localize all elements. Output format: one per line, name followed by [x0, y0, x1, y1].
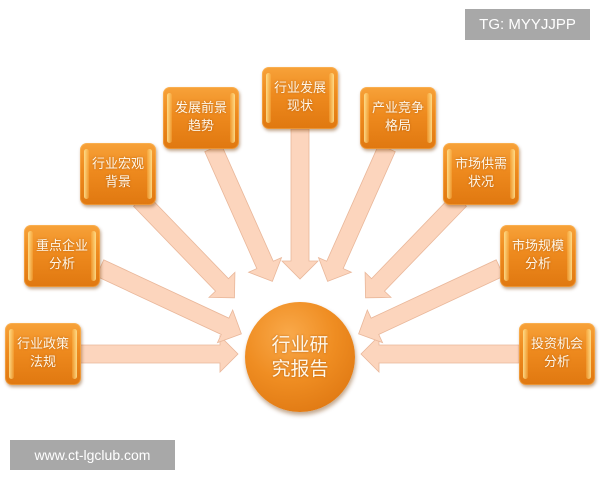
node-label-line2: 趋势	[187, 119, 214, 134]
node-market-size: 市场规模 分析	[500, 225, 576, 287]
arrow-market-size	[358, 259, 505, 344]
node-label-line2: 分析	[543, 355, 570, 370]
node-label-line2: 分析	[524, 257, 551, 272]
node-label-line1: 投资机会	[530, 337, 583, 352]
arrow-status	[281, 128, 319, 280]
node-label-line2: 背景	[104, 175, 131, 190]
node-label-line2: 法规	[29, 355, 56, 370]
center-industry-research-report: 行业研 究报告	[245, 302, 355, 412]
node-label-line1: 发展前景	[174, 101, 227, 116]
node-label-line1: 重点企业	[35, 239, 88, 254]
arrow-key-enterprises	[95, 259, 242, 344]
watermark-url: www.ct-lgclub.com	[10, 440, 175, 470]
node-label-line1: 行业政策	[16, 337, 69, 352]
node-development-status: 行业发展 现状	[262, 67, 338, 129]
node-label-line1: 市场规模	[511, 239, 564, 254]
arrow-competition	[317, 143, 396, 282]
center-label-line1: 行业研	[271, 334, 329, 356]
node-competition: 产业竞争 格局	[360, 87, 436, 149]
node-label-line1: 市场供需	[454, 157, 507, 172]
node-label-line2: 分析	[48, 257, 75, 272]
node-development-prospects: 发展前景 趋势	[163, 87, 239, 149]
arrow-supply-demand	[364, 193, 468, 299]
node-macro-background: 行业宏观 背景	[80, 143, 156, 205]
arrow-prospects	[204, 143, 283, 282]
node-investment-opportunities: 投资机会 分析	[519, 323, 595, 385]
watermark-tg: TG: MYYJJPP	[465, 9, 590, 40]
node-label-line1: 行业发展	[273, 81, 326, 96]
center-label-line2: 究报告	[271, 358, 329, 380]
node-label-line2: 格局	[384, 119, 411, 134]
node-label-line1: 行业宏观	[91, 157, 144, 172]
arrow-investment	[360, 335, 520, 373]
arrow-policy	[79, 335, 239, 373]
node-label-line2: 状况	[467, 175, 494, 190]
node-label-line1: 产业竞争	[371, 101, 424, 116]
node-supply-demand: 市场供需 状况	[443, 143, 519, 205]
node-key-enterprises: 重点企业 分析	[24, 225, 100, 287]
node-label-line2: 现状	[286, 99, 313, 114]
arrow-macro	[132, 193, 236, 299]
node-industry-policy: 行业政策 法规	[5, 323, 81, 385]
